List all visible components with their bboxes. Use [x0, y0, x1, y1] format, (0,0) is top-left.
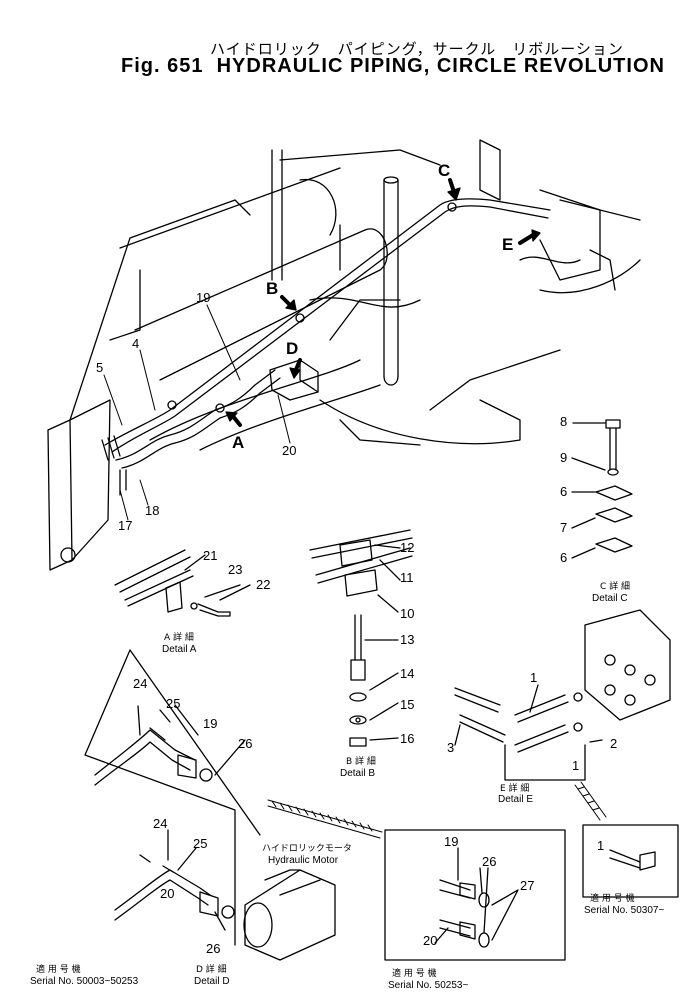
detail-d-jp: D 詳 細 — [196, 963, 227, 975]
title-japanese: ハイドロリック パイピング，サークル リボルーション — [210, 40, 624, 58]
callout-24b: 24 — [153, 816, 167, 831]
callout-20: 20 — [282, 443, 296, 458]
arrow-label-b: B — [266, 279, 278, 298]
serial-2-jp: 適 用 号 機 — [392, 967, 437, 979]
detail-b — [309, 529, 413, 747]
detail-b-label: Detail B — [340, 768, 375, 779]
detail-a-jp: A 詳 細 — [164, 631, 194, 643]
detail-e-label: Detail E — [498, 794, 533, 805]
callout-6a: 6 — [560, 484, 567, 499]
detail-a — [114, 549, 251, 617]
callout-26a: 26 — [238, 736, 252, 751]
serial-3-label: Serial No. 50307~ — [584, 905, 664, 916]
serial-3-jp: 適 用 号 機 — [590, 892, 635, 904]
callout-13: 13 — [400, 632, 414, 647]
detail-b-jp: B 詳 細 — [346, 755, 376, 767]
callout-1s: 1 — [597, 838, 604, 853]
serial-50307-box — [582, 824, 679, 898]
callout-19d: 19 — [203, 716, 217, 731]
title-english: Fig. 651 HYDRAULIC PIPING, CIRCLE REVOLU… — [121, 55, 665, 78]
arrow-label-e: E — [502, 235, 513, 254]
callout-14: 14 — [400, 666, 414, 681]
detail-c — [571, 419, 633, 559]
serial-1-label: Serial No. 50003~50253 — [30, 976, 139, 987]
labels: C B D A E 19 4 5 17 18 20 8 9 6 7 6 C 詳 … — [30, 161, 664, 991]
callout-20s: 20 — [423, 933, 437, 948]
detail-a-label: Detail A — [162, 644, 197, 655]
callout-12: 12 — [400, 540, 414, 555]
callout-25a: 25 — [166, 696, 180, 711]
motor-pointer — [267, 781, 607, 839]
title-text: HYDRAULIC PIPING, CIRCLE REVOLUTION — [216, 55, 665, 77]
callout-27s: 27 — [520, 878, 534, 893]
serial-1-jp: 適 用 号 機 — [36, 963, 81, 975]
callout-7: 7 — [560, 520, 567, 535]
callout-19: 19 — [196, 290, 210, 305]
direction-arrows — [225, 178, 541, 427]
arrow-label-c: C — [438, 161, 450, 180]
callout-17: 17 — [118, 518, 132, 533]
serial-50253-box — [384, 829, 566, 961]
arrow-label-d: D — [286, 339, 298, 358]
callout-9: 9 — [560, 450, 567, 465]
machine-frame — [47, 139, 641, 571]
detail-c-jp: C 詳 細 — [600, 580, 630, 592]
callout-8: 8 — [560, 414, 567, 429]
callout-15: 15 — [400, 697, 414, 712]
callout-10: 10 — [400, 606, 414, 621]
motor-jp: ハイドロリックモータ — [262, 843, 352, 854]
callout-24a: 24 — [133, 676, 147, 691]
callout-26b: 26 — [206, 941, 220, 956]
detail-e — [454, 609, 671, 781]
callout-5: 5 — [96, 360, 103, 375]
figure-number: Fig. 651 — [121, 55, 204, 77]
arrow-label-a: A — [232, 433, 244, 452]
callout-4: 4 — [132, 336, 139, 351]
callout-e-1a: 1 — [530, 670, 537, 685]
motor-label: Hydraulic Motor — [268, 855, 339, 866]
serial-2-label: Serial No. 50253~ — [388, 980, 468, 991]
callout-e-1b: 1 — [572, 758, 579, 773]
detail-d — [84, 649, 336, 961]
detail-c-label: Detail C — [592, 593, 628, 604]
callout-e-2: 2 — [610, 736, 617, 751]
hydraulic-pipes — [101, 198, 551, 496]
callout-16: 16 — [400, 731, 414, 746]
callout-18: 18 — [145, 503, 159, 518]
callout-e-3: 3 — [447, 740, 454, 755]
callout-6b: 6 — [560, 550, 567, 565]
callout-21: 21 — [203, 548, 217, 563]
detail-e-jp: E 詳 細 — [500, 782, 529, 794]
callout-20d: 20 — [160, 886, 174, 901]
callout-23: 23 — [228, 562, 242, 577]
leader-lines — [103, 304, 291, 521]
callout-11: 11 — [400, 570, 414, 585]
callout-19s: 19 — [444, 834, 458, 849]
callout-25b: 25 — [193, 836, 207, 851]
detail-d-label: Detail D — [194, 976, 230, 987]
callout-22: 22 — [256, 577, 270, 592]
callout-26s: 26 — [482, 854, 496, 869]
